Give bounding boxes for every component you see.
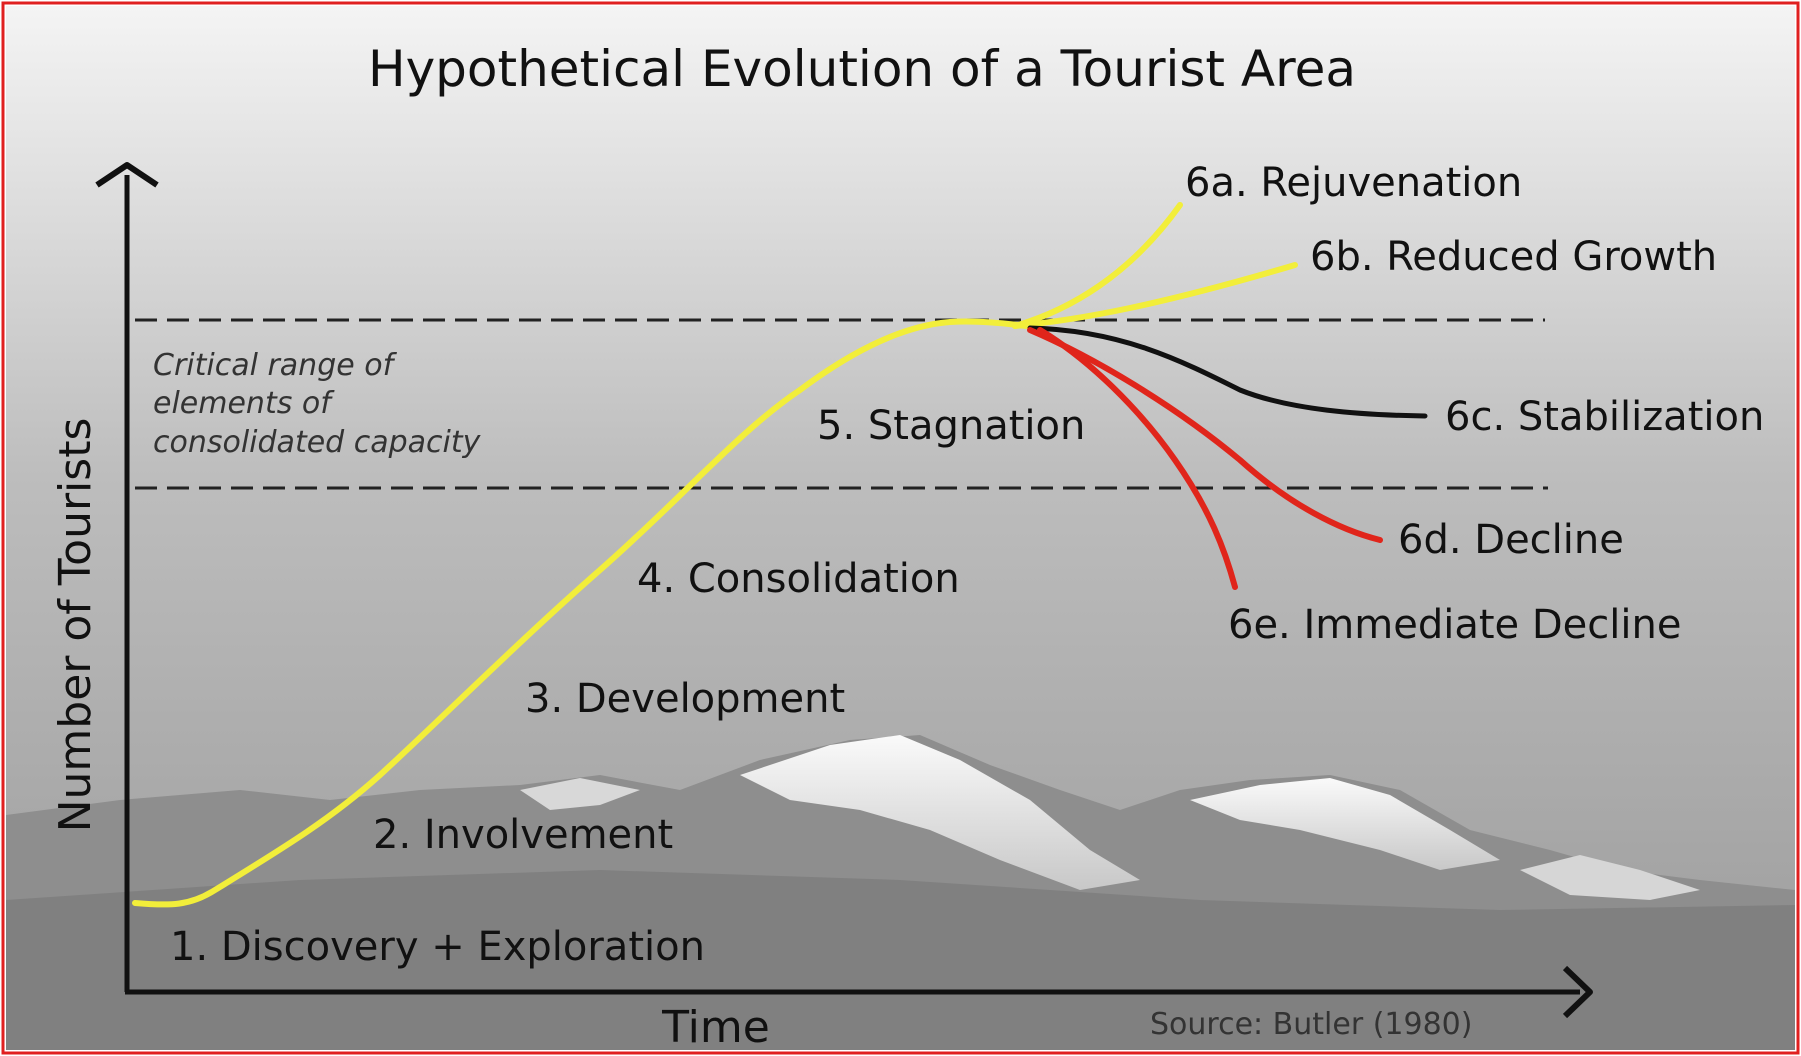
critical-range-label-line-2: elements of: [153, 386, 335, 421]
stage-involvement-label: 2. Involvement: [373, 812, 673, 858]
stabilization-curve: [1027, 325, 1428, 419]
y-axis-arrow: [95, 162, 159, 188]
outcome-reduced-growth-label: 6b. Reduced Growth: [1310, 234, 1717, 280]
outcome-immediate-decline-label: 6e. Immediate Decline: [1228, 602, 1681, 648]
outcome-stabilization-label: 6c. Stabilization: [1445, 394, 1764, 440]
outcome-decline-label: 6d. Decline: [1398, 517, 1624, 563]
y-axis-label: Number of Tourists: [50, 418, 101, 833]
critical-range-label-line-3: consolidated capacity: [153, 425, 482, 460]
immediate-decline-curve: [1037, 327, 1238, 590]
mountain-background: [6, 735, 1795, 1050]
source-credit: Source: Butler (1980): [1150, 1007, 1472, 1042]
stage-development-label: 3. Development: [525, 676, 845, 722]
stage-consolidation-label: 4. Consolidation: [637, 556, 960, 602]
stage-discovery-label: 1. Discovery + Exploration: [170, 924, 705, 970]
stage-stagnation-label: 5. Stagnation: [817, 403, 1085, 449]
x-axis-arrow: [1562, 965, 1593, 1019]
critical-range-label-line-1: Critical range of: [153, 348, 398, 383]
outcome-rejuvenation-label: 6a. Rejuvenation: [1185, 160, 1522, 206]
rejuvenation-curve: [1012, 202, 1183, 329]
chart-title: Hypothetical Evolution of a Tourist Area: [368, 40, 1356, 98]
growth-curve: [132, 318, 1043, 908]
decline-curve: [1027, 327, 1383, 543]
x-axis-label: Time: [661, 1002, 770, 1053]
reduced-growth-curve: [1012, 262, 1298, 329]
